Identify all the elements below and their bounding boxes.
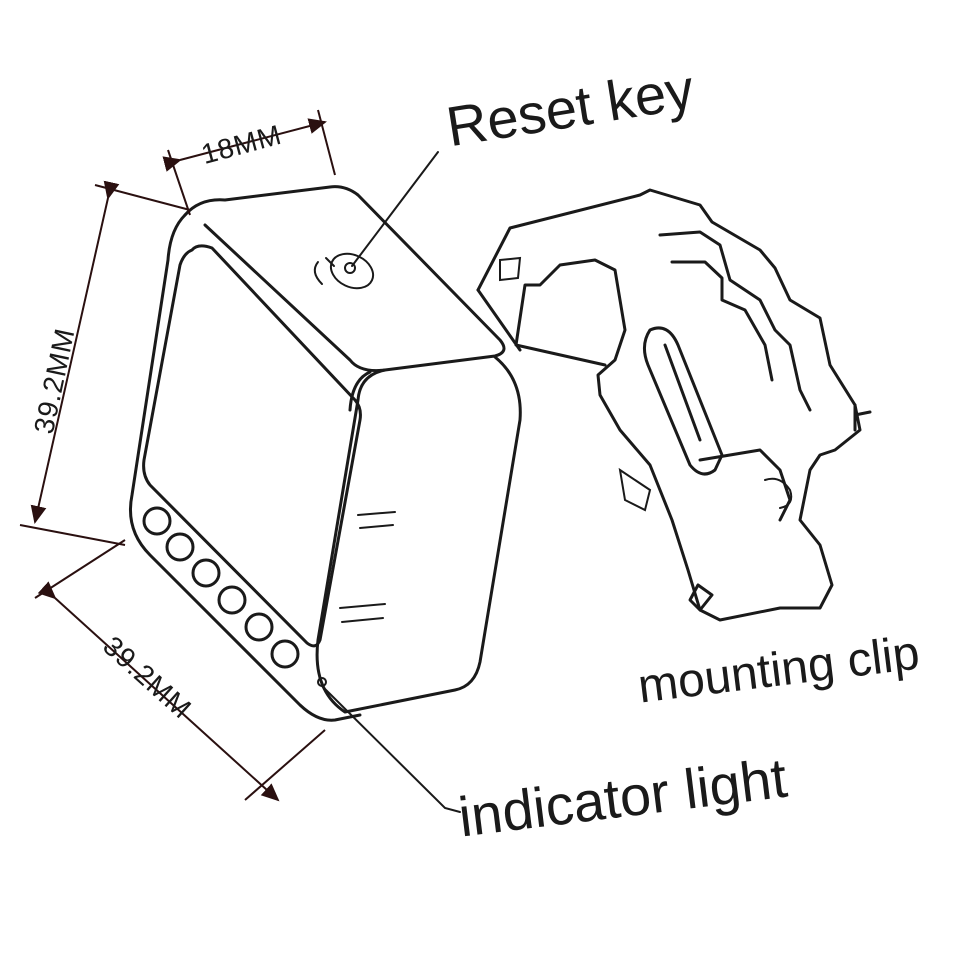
device-body (128, 185, 522, 722)
reset-key-icon (313, 252, 375, 290)
dimension-depth (34, 539, 326, 802)
dimension-height (19, 180, 191, 546)
terminal-holes (142, 506, 300, 669)
reset-key-leader (351, 151, 439, 267)
dimension-width (162, 109, 336, 216)
mounting-clip (476, 188, 872, 622)
indicator-light-leader (321, 685, 461, 813)
